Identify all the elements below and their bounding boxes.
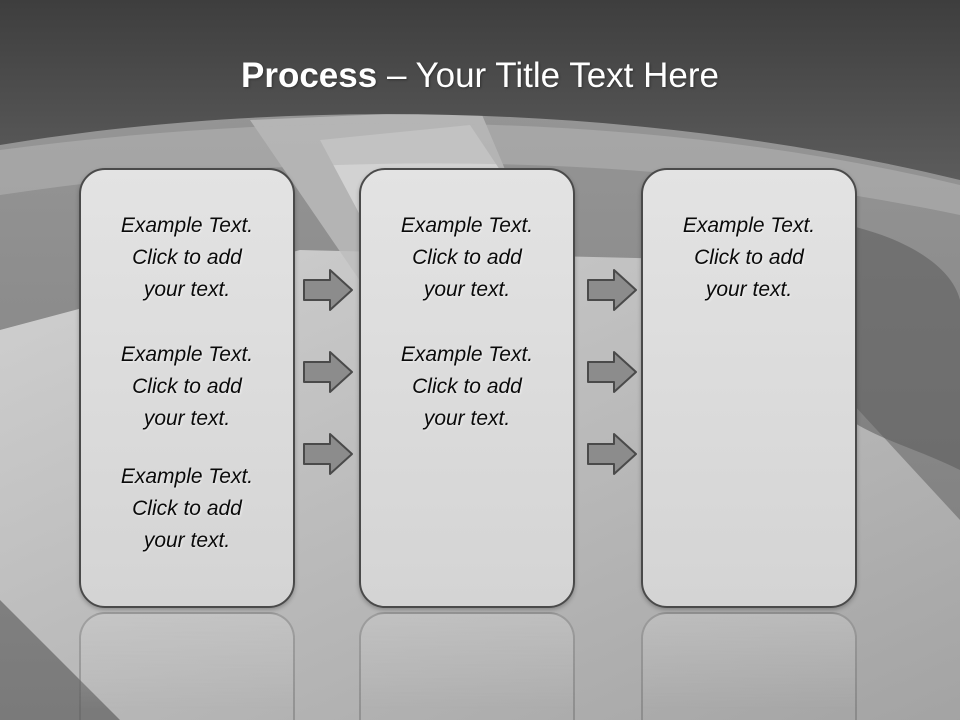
- right-arrow-icon: [303, 269, 353, 311]
- text-placeholder[interactable]: Example Text. Click to add your text.: [361, 210, 573, 306]
- text-placeholder[interactable]: Example Text. Click to add your text.: [643, 210, 855, 306]
- text-line: Click to add: [694, 246, 804, 269]
- right-arrow-icon: [303, 433, 353, 475]
- text-line: Example Text.: [682, 214, 816, 237]
- text-line: your text.: [705, 278, 793, 301]
- right-arrow-icon: [587, 433, 637, 475]
- title-rest: – Your Title Text Here: [386, 56, 719, 95]
- text-line: your text.: [143, 529, 231, 552]
- text-line: Example Text.: [400, 214, 534, 237]
- text-line: your text.: [423, 407, 511, 430]
- right-arrow-icon: [587, 351, 637, 393]
- text-line: Click to add: [412, 375, 522, 398]
- text-line: your text.: [143, 278, 231, 301]
- right-arrow-icon: [303, 351, 353, 393]
- text-placeholder[interactable]: Example Text. Click to add your text.: [81, 339, 293, 435]
- process-box-3[interactable]: Example Text. Click to add your text.: [641, 168, 857, 608]
- slide-title[interactable]: Process – Your Title Text Here: [0, 52, 960, 100]
- right-arrow-icon: [587, 269, 637, 311]
- process-box-1[interactable]: Example Text. Click to add your text. Ex…: [79, 168, 295, 608]
- text-line: Example Text.: [120, 214, 254, 237]
- text-line: your text.: [423, 278, 511, 301]
- text-placeholder[interactable]: Example Text. Click to add your text.: [81, 461, 293, 557]
- box-reflection: [359, 612, 575, 720]
- box-reflection: [641, 612, 857, 720]
- text-line: Click to add: [132, 246, 242, 269]
- box-reflection: [79, 612, 295, 720]
- text-line: Click to add: [412, 246, 522, 269]
- process-box-2[interactable]: Example Text. Click to add your text. Ex…: [359, 168, 575, 608]
- text-placeholder[interactable]: Example Text. Click to add your text.: [81, 210, 293, 306]
- text-line: Example Text.: [400, 343, 534, 366]
- text-line: Click to add: [132, 497, 242, 520]
- text-line: Example Text.: [120, 343, 254, 366]
- title-bold: Process: [240, 56, 378, 95]
- text-line: your text.: [143, 407, 231, 430]
- text-line: Click to add: [132, 375, 242, 398]
- text-placeholder[interactable]: Example Text. Click to add your text.: [361, 339, 573, 435]
- text-line: Example Text.: [120, 465, 254, 488]
